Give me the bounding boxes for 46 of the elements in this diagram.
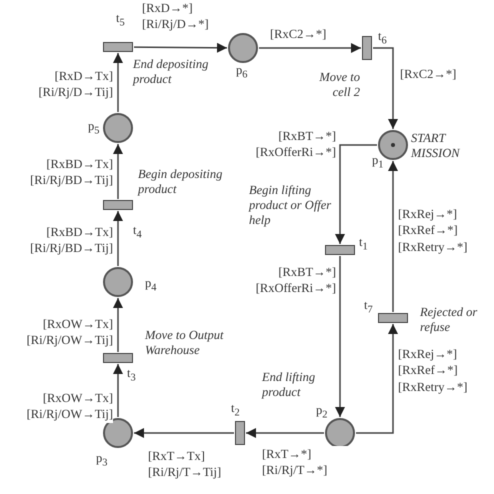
transition-label: t$_{7}$ [364,297,374,318]
place-circle [103,113,133,143]
transition-label: t$_{4}$ [133,222,143,242]
transition-description: Begin depositing product [138,167,224,197]
place-label: p$_{6}$ [236,62,248,82]
arc-arrow [356,324,398,434]
transition-description: Begin lifting product or Offer help [249,183,332,228]
arc-arrow [335,144,377,244]
transition-bar [378,313,408,323]
place-label: p$_{2}$ [316,402,328,422]
place-circle [325,418,355,448]
transition-description: Move to cell 2 [318,70,360,100]
transition-description: START MISSION [411,131,461,161]
place-circle [228,33,258,63]
transition-bar [235,421,245,445]
place-label: p$_{5}$ [88,118,100,138]
transition-description: End depositing product [133,57,210,87]
place-label: p$_{4}$ [145,275,158,296]
transition-description: Move to Output Warehouse [145,328,225,358]
transition-label: t$_{6}$ [378,28,388,48]
arc-arrow [246,428,324,438]
transition-bar [103,200,133,210]
arc-arrow [113,211,123,266]
place-circle [378,130,408,160]
arc-arrow [259,43,361,53]
arc-arrow [113,53,123,112]
transition-bar [103,42,133,52]
transition-label: t$_{3}$ [127,365,137,386]
transition-description: Rejected or refuse [420,305,478,335]
transition-bar [362,36,372,60]
transition-label: t$_{5}$ [116,10,126,30]
transition-bar [103,353,133,363]
arc-arrow [113,144,123,199]
arc-arrow [388,161,398,312]
transition-label: t$_{2}$ [231,400,241,420]
arc-arrow [134,428,234,438]
place-circle [103,267,133,297]
transition-label: t$_{1}$ [359,234,369,254]
place-label: p$_{1}$ [372,152,384,172]
arc-arrow [113,364,123,417]
arc-arrow [113,298,123,352]
arc-arrow [134,42,227,53]
place-label: p$_{3}$ [96,450,108,470]
transition-bar [325,245,355,255]
arc-arrow [335,256,345,417]
arc-arrow [373,47,398,129]
